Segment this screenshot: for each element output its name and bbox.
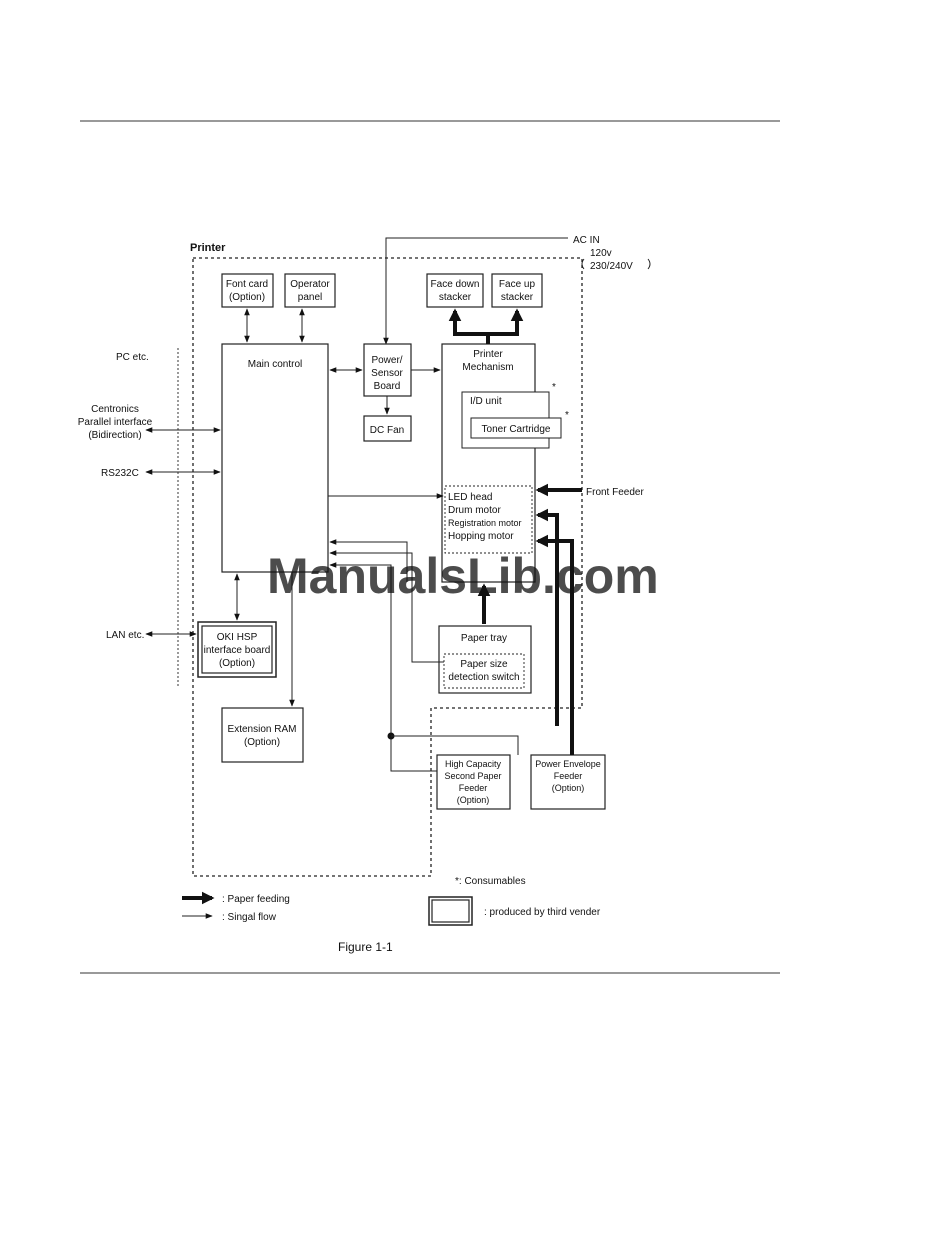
- id-unit-label: I/D unit: [470, 396, 502, 407]
- toner-consumable-mark: *: [565, 410, 569, 421]
- registration-motor-label: Registration motor: [448, 518, 522, 528]
- envelope-signal-link: [391, 735, 519, 755]
- pef-label-1: Power Envelope: [535, 759, 601, 769]
- lan-etc-label: LAN etc.: [106, 630, 144, 641]
- printer-mechanism-box: [441, 343, 536, 583]
- face-down-stacker-label: Face down: [431, 279, 480, 290]
- hcf-feed: [535, 508, 559, 726]
- printer-mechanism-label-2: Mechanism: [462, 362, 513, 373]
- hopping-motor-label: Hopping motor: [448, 531, 514, 542]
- printer-title: Printer: [190, 242, 226, 254]
- ac-voltage-230: 230/240V: [590, 261, 633, 272]
- ac-in-line: [581, 258, 651, 270]
- led-head-label: LED head: [448, 492, 492, 503]
- face-up-stacker-label: Face up: [499, 279, 536, 290]
- paper-size-switch-group: [443, 653, 525, 689]
- centronics-label-2: Parallel interface: [78, 417, 153, 428]
- main-control-label: Main control: [248, 359, 302, 370]
- operator-panel-label-2: panel: [298, 292, 322, 303]
- power-sensor-board-box: [363, 343, 412, 397]
- legend-third-vender-inner: [431, 899, 470, 923]
- power-sensor-label-2: Sensor: [371, 368, 403, 379]
- operator-panel-box: [284, 273, 336, 308]
- extension-ram-label: Extension RAM: [228, 724, 297, 735]
- hcf-label-1: High Capacity: [445, 759, 502, 769]
- oki-hsp-label-1: OKI HSP: [217, 632, 258, 643]
- printer-mechanism-label-1: Printer: [473, 349, 503, 360]
- pef-label-2: Feeder: [554, 771, 583, 781]
- centronics-label-3: (Bidirection): [88, 430, 141, 441]
- font-card-box: [221, 273, 274, 308]
- oki-hsp-box: [201, 625, 273, 674]
- face-down-stacker-label-2: stacker: [439, 292, 472, 303]
- oki-hsp-label-3: (Option): [219, 658, 255, 669]
- pef-label-3: (Option): [552, 783, 585, 793]
- ac-voltage-120: 120v: [590, 248, 612, 259]
- ac-in-label: AC IN: [573, 235, 600, 246]
- printer-boundary: [192, 257, 583, 877]
- hcf-label-4: (Option): [457, 795, 490, 805]
- face-down-stacker-box: [426, 273, 484, 308]
- hcf-label-2: Second Paper: [444, 771, 501, 781]
- paper-tray-label: Paper tray: [461, 633, 507, 644]
- ac-in-signal: [383, 237, 568, 345]
- legend-consumables: *: Consumables: [455, 876, 526, 887]
- legend-signal-flow: : Singal flow: [222, 912, 277, 923]
- extension-ram-option: (Option): [244, 737, 280, 748]
- pef-feed: [535, 534, 574, 755]
- paper-size-switch-label-1: Paper size: [460, 659, 508, 670]
- paper-size-feedback-link: [329, 550, 444, 663]
- watermark: ManualsLib.com: [267, 548, 659, 604]
- high-capacity-feeder-box: [436, 754, 511, 810]
- face-up-stacker-label-2: stacker: [501, 292, 534, 303]
- motors-group: [444, 485, 533, 554]
- pc-etc-label: PC etc.: [116, 352, 149, 363]
- font-card-option: (Option): [229, 292, 265, 303]
- drum-motor-label: Drum motor: [448, 505, 501, 516]
- stacker-feed: [448, 308, 524, 336]
- centronics-label-1: Centronics: [91, 404, 139, 415]
- legend-paper-feeding: : Paper feeding: [222, 894, 290, 905]
- dc-fan-label: DC Fan: [370, 425, 404, 436]
- font-card-label: Font card: [226, 279, 268, 290]
- face-up-stacker-box: [491, 273, 543, 308]
- front-feeder-label: Front Feeder: [586, 487, 644, 498]
- oki-hsp-label-2: interface board: [204, 645, 271, 656]
- mechanism-feedback-link: [329, 539, 408, 582]
- power-envelope-feeder-box: [530, 754, 606, 810]
- paper-size-switch-label-2: detection switch: [448, 672, 519, 683]
- paper-tray-box: [438, 625, 532, 694]
- hcf-label-3: Feeder: [459, 783, 488, 793]
- legend-third-vender: : produced by third vender: [484, 907, 601, 918]
- rs232c-label: RS232C: [101, 468, 139, 479]
- operator-panel-label: Operator: [290, 279, 330, 290]
- extension-ram-box: [221, 707, 304, 763]
- power-sensor-label-1: Power/: [371, 355, 402, 366]
- id-unit-consumable-mark: *: [552, 382, 556, 393]
- feeders-signal-link: [329, 562, 437, 772]
- main-control-box: [221, 343, 329, 573]
- power-sensor-label-3: Board: [374, 381, 401, 392]
- toner-cartridge-label: Toner Cartridge: [482, 424, 551, 435]
- figure-caption: Figure 1-1: [338, 940, 393, 954]
- toner-cartridge-box: [470, 417, 562, 439]
- dc-fan-box: [363, 415, 412, 442]
